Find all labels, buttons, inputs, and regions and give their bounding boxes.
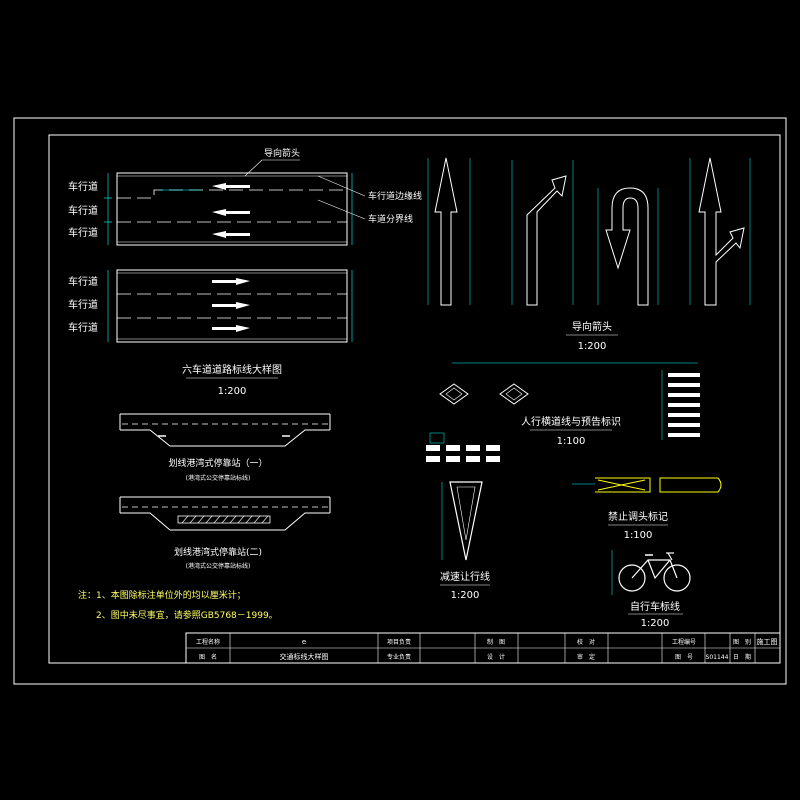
tb-checker: 校 对 <box>577 638 595 646</box>
yield-scale: 1:200 <box>451 590 480 601</box>
tb-project-no-label: 工程编号 <box>672 638 696 646</box>
lane-label-4: 车行道 <box>68 275 98 288</box>
tb-reviewer: 审 定 <box>577 653 595 661</box>
tb-project-name-label: 工程名称 <box>196 638 220 646</box>
tb-drawing-no-label: 图 号 <box>675 654 693 661</box>
six-lane-title: 六车道道路标线大样图 <box>182 363 282 376</box>
no-u-turn-scale: 1:100 <box>624 530 653 541</box>
lane-label-5: 车行道 <box>68 298 98 311</box>
crosswalk-scale: 1:100 <box>557 436 586 447</box>
six-lane-detail <box>104 159 366 343</box>
callout-edge-line: 车行道边缘线 <box>368 190 422 202</box>
crosswalk-detail <box>439 362 700 440</box>
bicycle-title: 自行车标线 <box>630 600 680 613</box>
tb-stage-value: 施工图 <box>757 637 778 646</box>
bay-stop-1-title: 划线港湾式停靠站（一） <box>168 457 267 469</box>
tb-stage-label: 图 别 <box>733 638 751 646</box>
tb-drawing-name-value: 交通标线大样图 <box>280 652 329 661</box>
note-line-2: 2、图中未尽事宜，请参照GB5768－1999。 <box>96 609 278 621</box>
bicycle-mark <box>611 550 691 595</box>
guide-arrows-scale: 1:200 <box>578 341 607 352</box>
bay-stop-1-subtitle: (港湾式公交停靠站标线) <box>186 474 251 482</box>
guide-arrows <box>427 157 751 306</box>
tb-project-lead: 项目负责 <box>387 638 411 646</box>
bicycle-scale: 1:200 <box>641 618 670 629</box>
yield-title: 减速让行线 <box>440 570 490 583</box>
crosswalk-title: 人行横道线与预告标识 <box>521 415 621 428</box>
callout-guide-arrow: 导向箭头 <box>264 147 300 159</box>
bay-stop-2-title: 划线港湾式停靠站(二) <box>174 546 262 558</box>
bay-stop-2 <box>119 496 331 531</box>
six-lane-scale: 1:200 <box>218 386 247 397</box>
lane-label-1: 车行道 <box>68 180 98 193</box>
guide-arrows-title: 导向箭头 <box>572 320 612 333</box>
tb-discipline-lead: 专业负责 <box>387 653 411 661</box>
note-line-1: 注：1、本图除标注单位外的均以厘米计； <box>78 589 246 601</box>
lane-label-3: 车行道 <box>68 226 98 239</box>
callout-lane-divider: 车道分界线 <box>368 213 413 225</box>
yield-mark <box>426 432 500 561</box>
bay-stop-1 <box>119 413 331 447</box>
tb-project-no-value: S01144 <box>706 654 729 661</box>
bay-stop-2-subtitle: (港湾式公交停靠站标线) <box>186 562 251 570</box>
lane-label-6: 车行道 <box>68 321 98 334</box>
tb-designer: 设 计 <box>487 653 505 661</box>
title-block <box>185 632 781 664</box>
tb-drafter: 制 图 <box>487 638 505 646</box>
no-u-turn-title: 禁止调头标记 <box>608 511 668 523</box>
inner-border <box>48 134 781 664</box>
tb-project-name-value: e <box>302 638 306 646</box>
tb-date-label: 日 期 <box>733 653 751 661</box>
outer-border <box>13 117 787 685</box>
tb-drawing-name-label: 图 名 <box>199 653 217 661</box>
lane-label-2: 车行道 <box>68 204 98 217</box>
no-u-turn-mark <box>572 477 722 493</box>
